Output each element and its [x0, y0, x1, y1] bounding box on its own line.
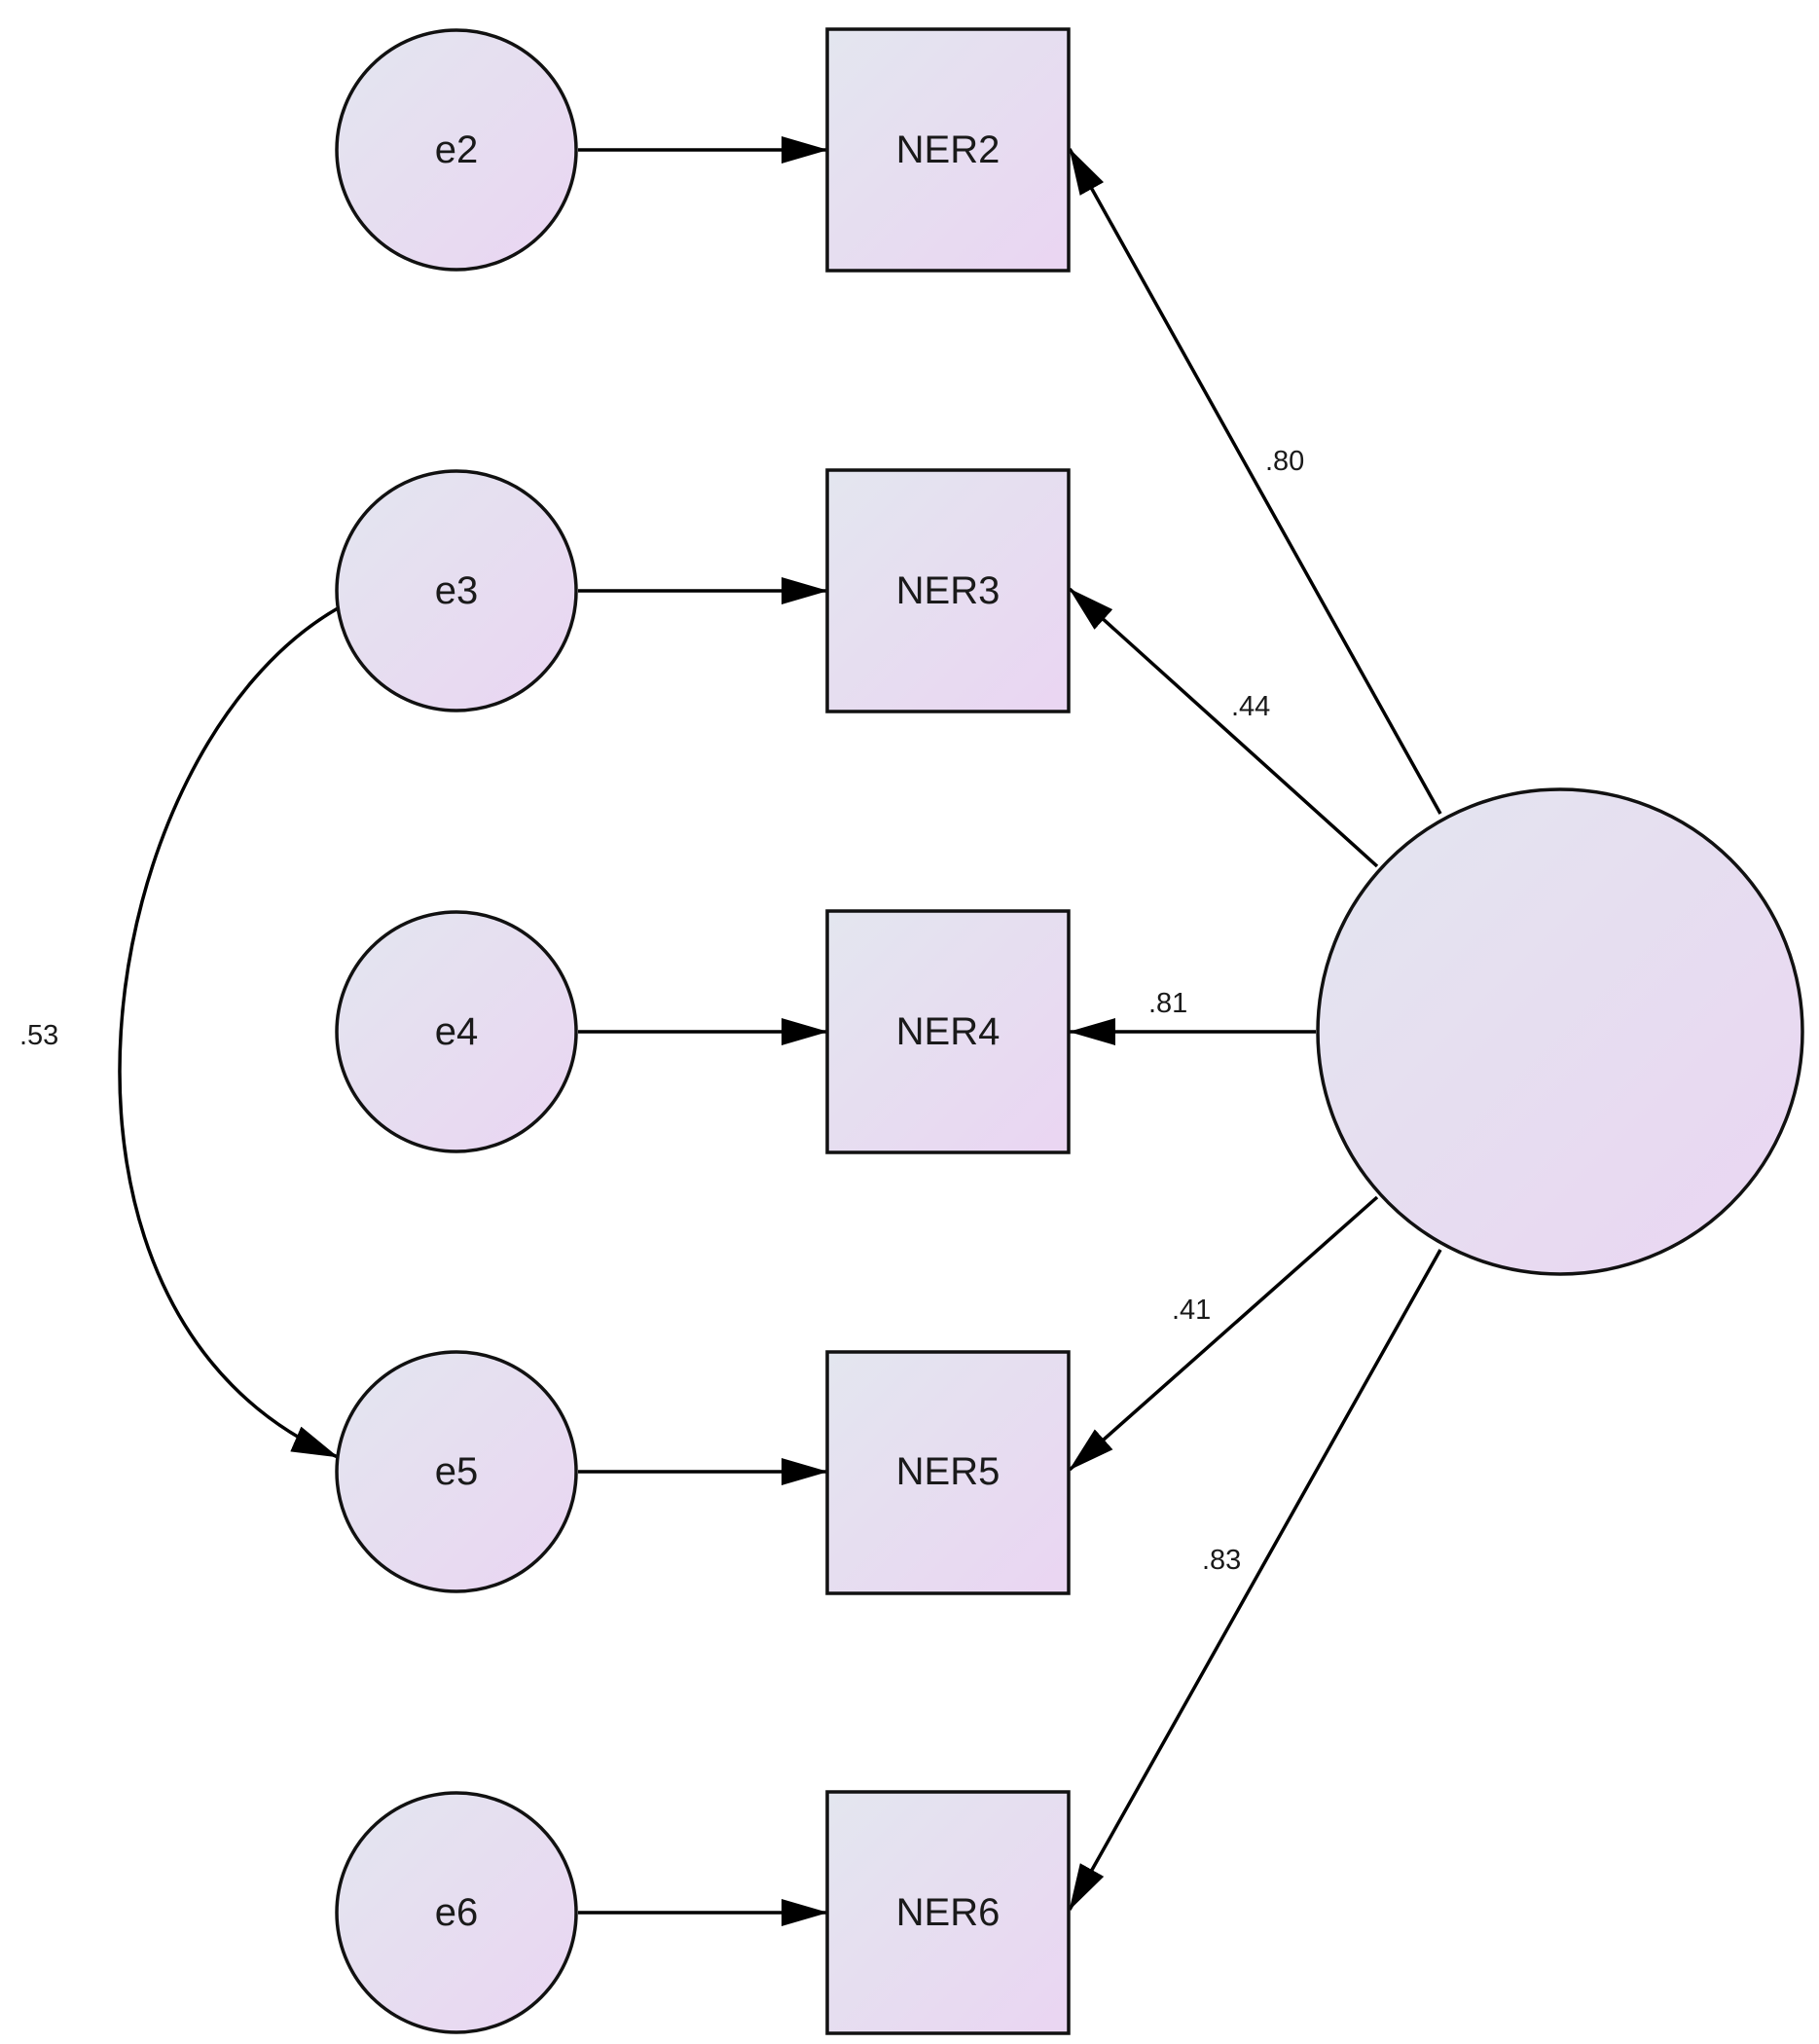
loading-ner5 — [1068, 1195, 1379, 1472]
node-label-e4: e4 — [435, 1010, 479, 1053]
loading-label-ner3: .44 — [1231, 691, 1270, 722]
node-ner4: NER4 — [825, 909, 1071, 1154]
node-ner5: NER5 — [825, 1350, 1071, 1595]
node-ner6: NER6 — [825, 1790, 1071, 2035]
node-e4: e4 — [335, 910, 578, 1153]
node-label-e5: e5 — [435, 1450, 479, 1493]
node-e5: e5 — [335, 1350, 578, 1593]
edges-layer — [118, 136, 1442, 1926]
loading-label-ner5: .41 — [1172, 1295, 1211, 1326]
node-e6: e6 — [335, 1791, 578, 2034]
node-label-e2: e2 — [435, 128, 479, 171]
error-nodes-layer: e2 e3 e4 e5 e6 — [335, 28, 578, 2034]
covariance-e3-e5 — [118, 573, 384, 1459]
node-label-ner4: NER4 — [896, 1010, 1000, 1053]
node-latent-factor — [1316, 787, 1804, 1276]
node-e2: e2 — [335, 28, 578, 272]
node-ner3: NER3 — [825, 468, 1071, 713]
node-label-e6: e6 — [435, 1891, 479, 1934]
node-label-ner5: NER5 — [896, 1450, 1000, 1493]
node-ner2: NER2 — [825, 27, 1071, 273]
node-e3: e3 — [335, 469, 578, 712]
node-label-ner2: NER2 — [896, 128, 1000, 171]
node-label-e3: e3 — [435, 569, 479, 612]
loading-ner3 — [1068, 587, 1379, 868]
loading-label-ner2: .80 — [1265, 446, 1304, 477]
node-label-ner3: NER3 — [896, 569, 1000, 612]
loading-label-ner6: .83 — [1202, 1545, 1241, 1576]
covariance-label-e3-e5: .53 — [19, 1020, 58, 1051]
loading-ner2 — [1068, 148, 1442, 815]
loading-label-ner4: .81 — [1148, 988, 1187, 1019]
observed-nodes-layer: NER2 NER3 NER4 NER5 NER6 — [825, 27, 1071, 2035]
loading-ner6 — [1068, 1249, 1442, 1911]
edge-labels-layer: .80 .44 .81 .41 .83 .53 — [19, 446, 1304, 1576]
node-label-ner6: NER6 — [896, 1891, 1000, 1934]
